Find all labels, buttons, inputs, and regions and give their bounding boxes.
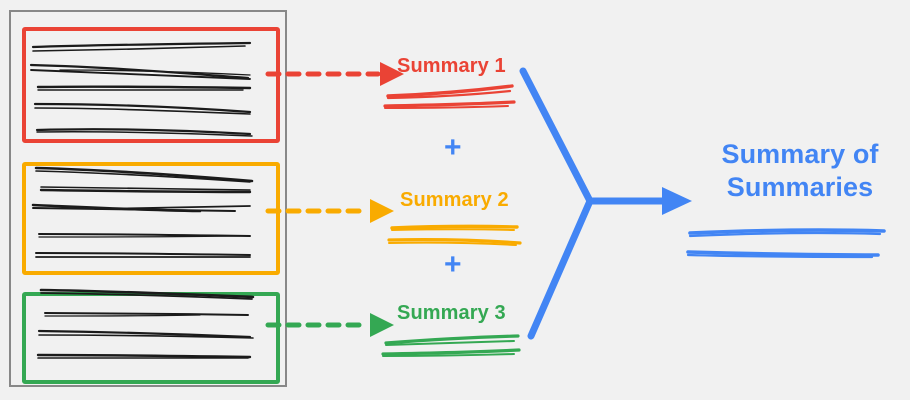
result-label[interactable]: Summary of Summaries bbox=[700, 138, 900, 204]
summary-3-label[interactable]: Summary 3 bbox=[397, 302, 506, 324]
scribble-lines-orange-group bbox=[31, 166, 254, 258]
merge-connector-arrow[interactable] bbox=[519, 67, 669, 340]
result-label-line-1: Summary of bbox=[721, 139, 879, 169]
summary-1-label[interactable]: Summary 1 bbox=[397, 55, 506, 77]
summary-2-label[interactable]: Summary 2 bbox=[400, 189, 509, 211]
plus-operator-1: + bbox=[444, 131, 462, 164]
document-collection-panel bbox=[9, 10, 287, 387]
plus-operator-2: + bbox=[444, 248, 462, 281]
scribble-lines-red-group bbox=[29, 41, 253, 137]
connector-arrow-red[interactable] bbox=[265, 62, 404, 86]
connector-arrow-green[interactable] bbox=[265, 313, 394, 337]
result-label-line-2: Summaries bbox=[726, 171, 874, 202]
summary-2-underline-strokes bbox=[387, 224, 522, 246]
scribble-lines-green-group bbox=[36, 288, 255, 359]
result-underline-strokes bbox=[686, 228, 886, 259]
connector-arrow-orange[interactable] bbox=[265, 199, 394, 223]
summary-3-underline-strokes bbox=[381, 334, 521, 357]
summary-1-underline-strokes bbox=[383, 84, 516, 109]
merge-arrowhead bbox=[662, 187, 692, 215]
